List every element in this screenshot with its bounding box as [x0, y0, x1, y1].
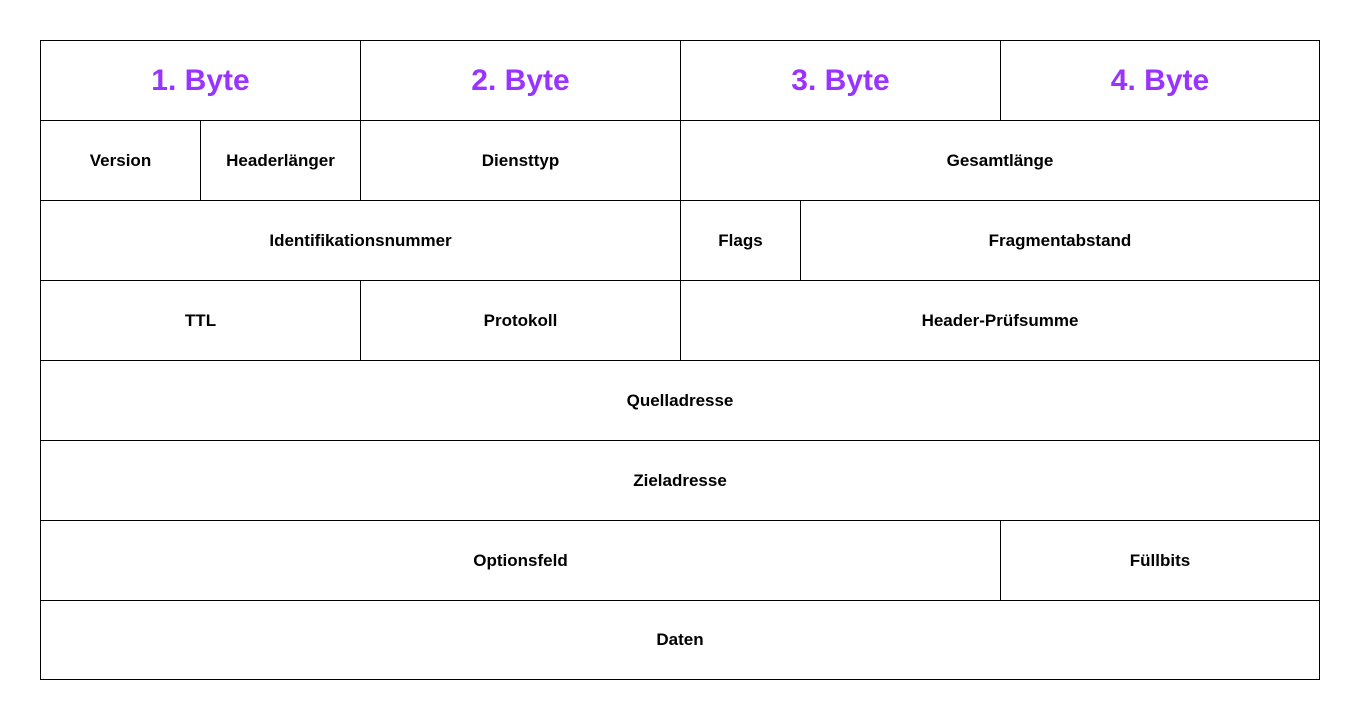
byte-1-label: 1. Byte: [151, 63, 250, 97]
field-protocol-label: Protokoll: [483, 310, 558, 330]
field-destination-address: Zieladresse: [40, 440, 1320, 521]
field-identification-label: Identifikationsnummer: [269, 230, 452, 250]
field-ttl: TTL: [40, 280, 361, 361]
field-identification: Identifikationsnummer: [40, 200, 681, 281]
field-fragment-offset: Fragmentabstand: [800, 200, 1320, 281]
field-padding-label: Füllbits: [1129, 550, 1191, 570]
field-ttl-label: TTL: [184, 310, 217, 330]
field-header-checksum: Header-Prüfsumme: [680, 280, 1320, 361]
field-padding: Füllbits: [1000, 520, 1320, 601]
byte-2-header: 2. Byte: [360, 40, 681, 121]
field-total-length-label: Gesamtlänge: [946, 150, 1054, 170]
field-options: Optionsfeld: [40, 520, 1001, 601]
field-data: Daten: [40, 600, 1320, 680]
field-flags-label: Flags: [718, 230, 763, 250]
field-version-label: Version: [89, 150, 152, 170]
byte-4-label: 4. Byte: [1110, 63, 1210, 97]
field-header-checksum-label: Header-Prüfsumme: [921, 310, 1079, 330]
field-source-address-label: Quelladresse: [626, 390, 734, 410]
ip-header-diagram: 1. Byte 2. Byte 3. Byte 4. Byte Version …: [40, 40, 1320, 680]
field-fragment-offset-label: Fragmentabstand: [988, 230, 1132, 250]
field-data-label: Daten: [656, 630, 704, 649]
field-service-type: Diensttyp: [360, 120, 681, 201]
field-destination-address-label: Zieladresse: [633, 470, 727, 490]
field-header-length: Headerlänger: [200, 120, 361, 201]
field-header-length-label: Headerlänger: [226, 150, 335, 170]
field-source-address: Quelladresse: [40, 360, 1320, 441]
field-version: Version: [40, 120, 201, 201]
field-flags: Flags: [680, 200, 801, 281]
byte-3-label: 3. Byte: [791, 63, 890, 97]
byte-3-header: 3. Byte: [680, 40, 1001, 121]
byte-2-label: 2. Byte: [471, 63, 570, 97]
field-options-label: Optionsfeld: [473, 550, 568, 570]
byte-4-header: 4. Byte: [1000, 40, 1320, 121]
field-protocol: Protokoll: [360, 280, 681, 361]
field-total-length: Gesamtlänge: [680, 120, 1320, 201]
field-service-type-label: Diensttyp: [481, 150, 560, 170]
byte-1-header: 1. Byte: [40, 40, 361, 121]
